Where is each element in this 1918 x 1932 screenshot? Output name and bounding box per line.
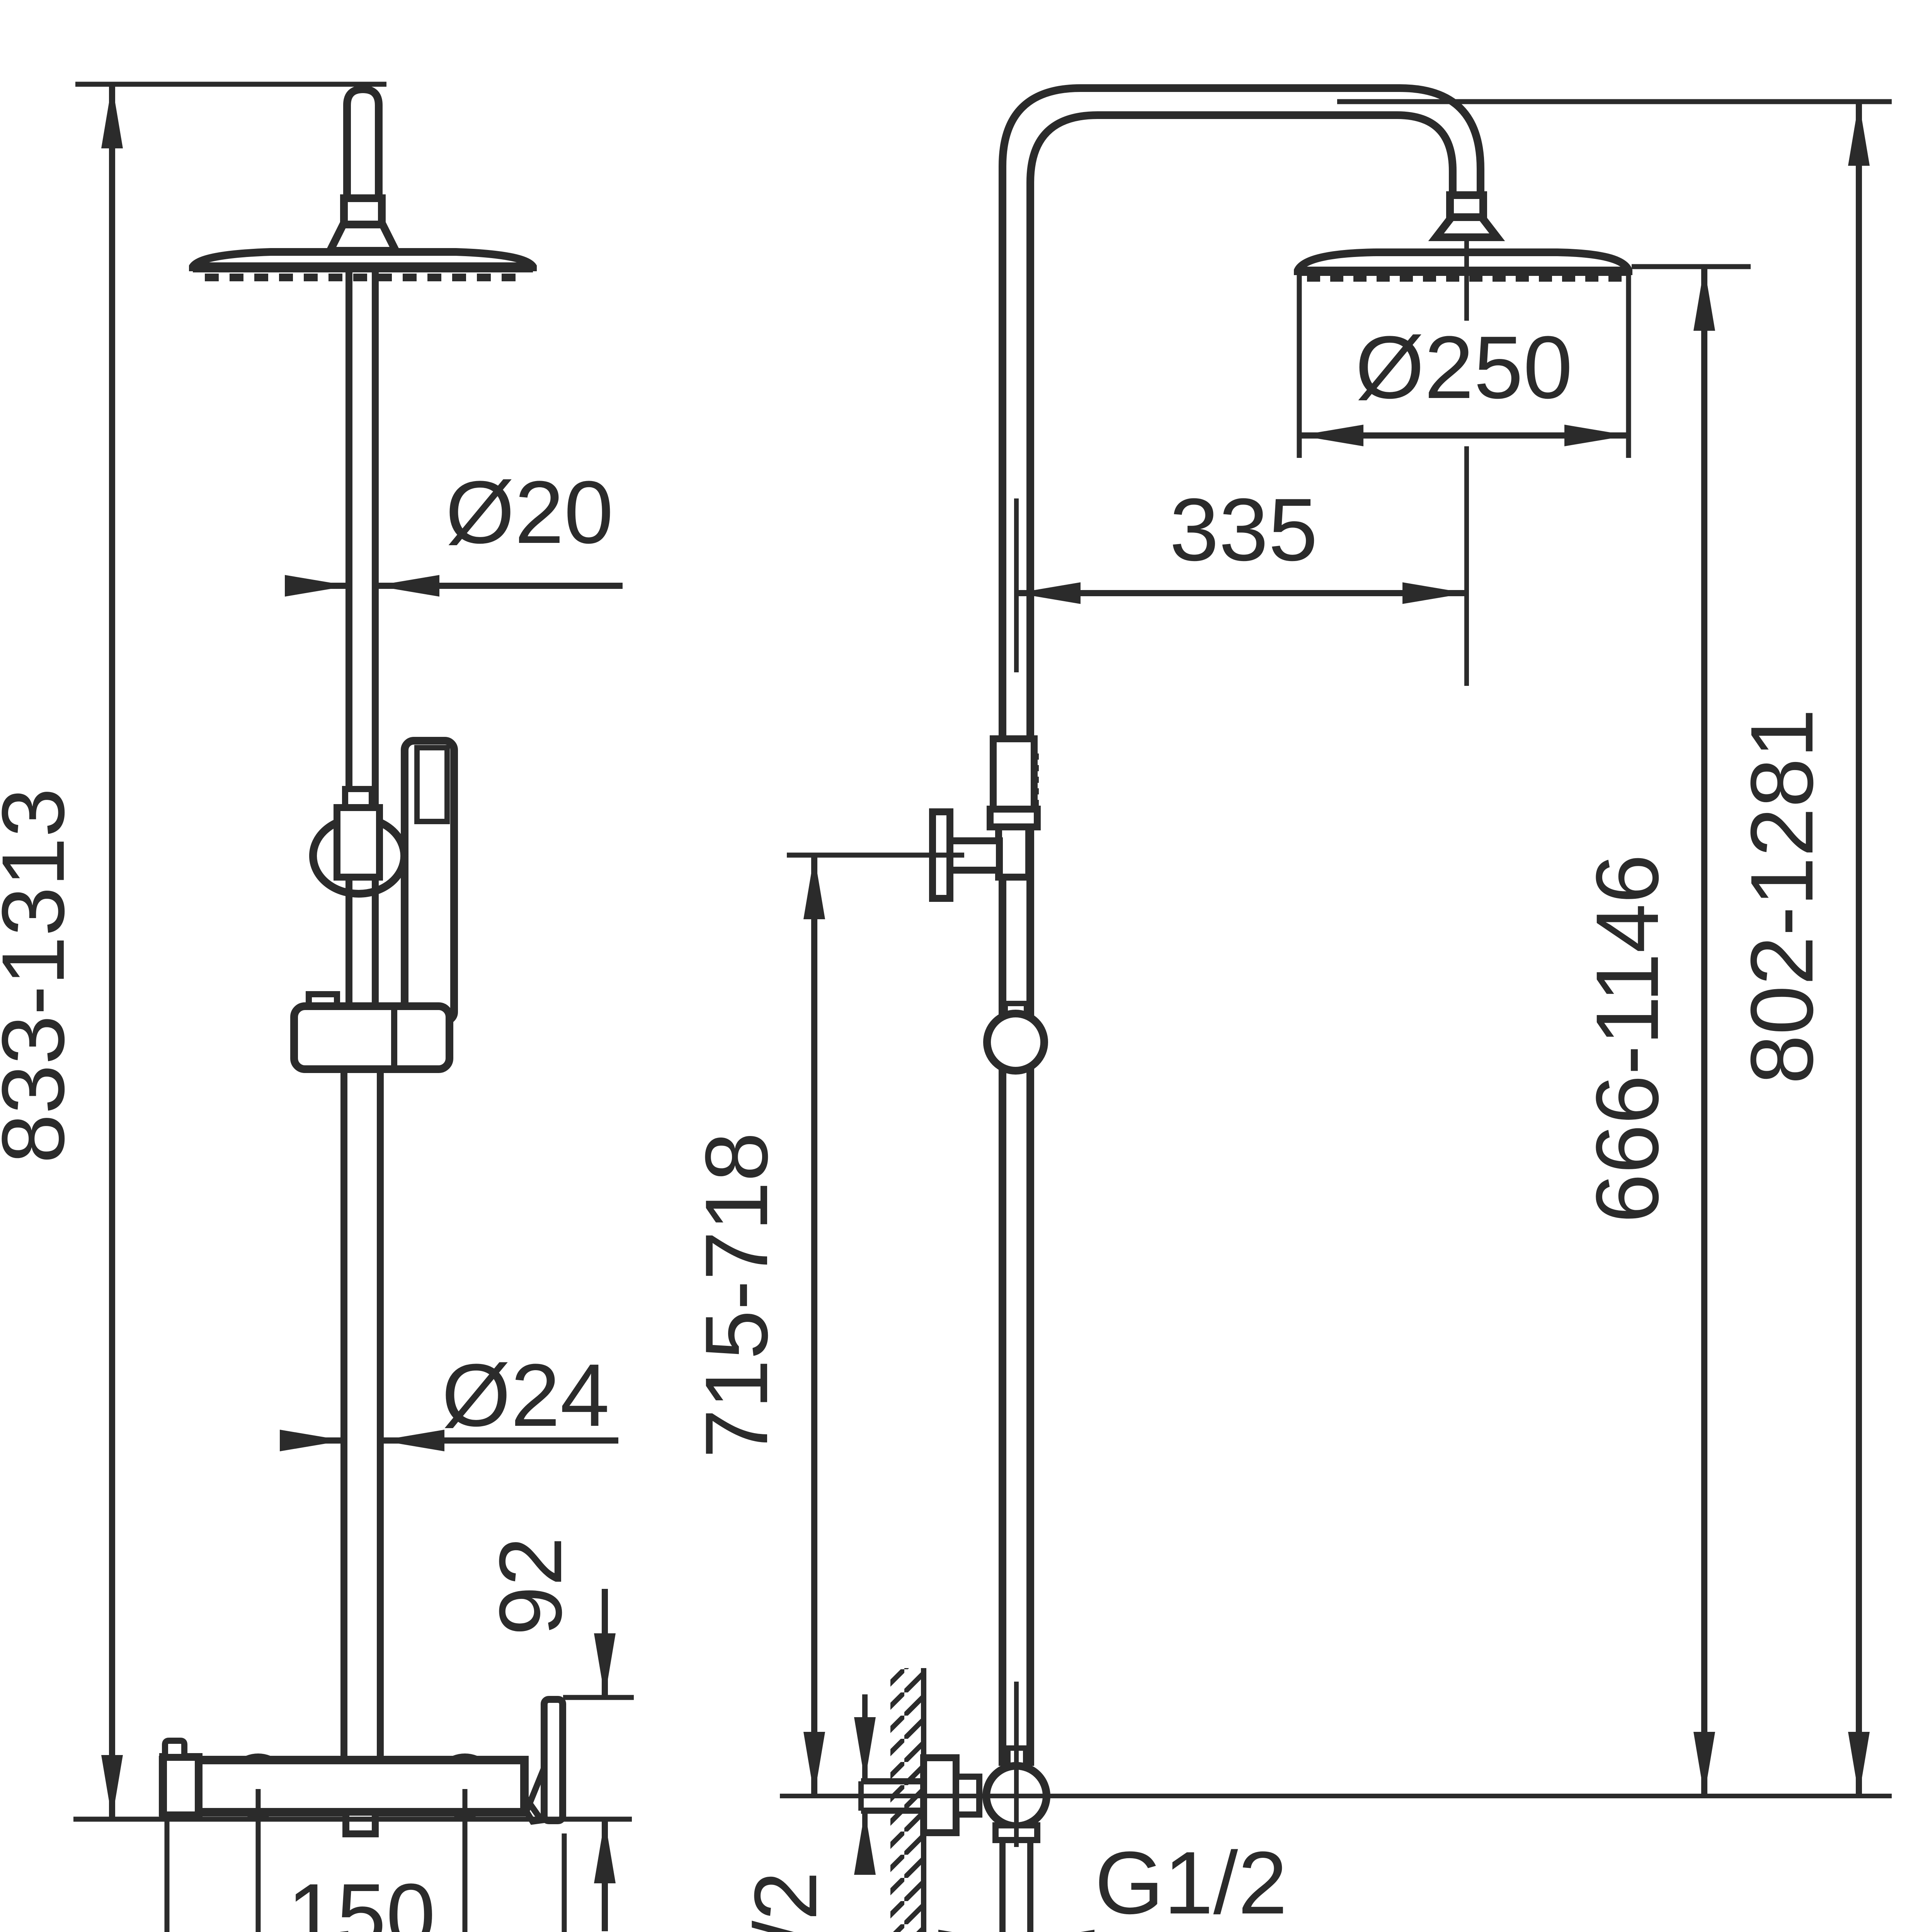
front-riser-pipe-upper (345, 270, 379, 1020)
svg-text:Ø250: Ø250 (1355, 318, 1573, 417)
front-view: 833-1313 Ø20 Ø24 92 150 (0, 82, 634, 1932)
side-head-cone (1428, 213, 1505, 241)
wall-hatching (890, 1668, 924, 1932)
front-mixer-end-cap (159, 1753, 203, 1819)
dim-side-head-height: 666-1146 (1578, 264, 1751, 1796)
svg-text:92: 92 (481, 1537, 580, 1636)
dim-front-inlet-spacing: 150 (255, 1789, 468, 1932)
svg-text:150: 150 (287, 1865, 436, 1932)
front-top-pipe (343, 85, 383, 198)
svg-text:335: 335 (1169, 480, 1318, 579)
side-hand-shower-body (990, 735, 1038, 813)
side-rain-head (1294, 248, 1632, 275)
front-diverter-knob (162, 1738, 187, 1760)
svg-text:Ø24: Ø24 (442, 1345, 610, 1445)
front-hose-outlet (342, 1809, 379, 1837)
dim-side-head-reach: 335 (1016, 480, 1467, 604)
front-riser-pipe-lower (340, 1055, 384, 1760)
side-hose-outlet-pipe (999, 1840, 1033, 1932)
front-hand-shower-sprayface (414, 745, 450, 824)
front-slider-bracket (290, 1002, 453, 1073)
dim-side-wall-thread: G1/2 (736, 1694, 876, 1932)
dim-front-overall-height: 833-1313 (0, 82, 632, 1822)
svg-text:Ø20: Ø20 (446, 463, 614, 562)
side-view: Ø250 335 715-718 666-1146 802-1281 (687, 84, 1892, 1932)
dim-side-holder-height: 715-718 (687, 852, 964, 1796)
side-riser-gooseneck-inner (1026, 111, 1457, 1766)
svg-text:G1/2: G1/2 (736, 1871, 835, 1932)
side-riser-gooseneck-outer (999, 84, 1484, 1766)
dim-side-outlet-thread: G1/2 (938, 1833, 1288, 1932)
front-mixer-body (159, 1756, 529, 1816)
svg-text:715-718: 715-718 (687, 1132, 786, 1458)
dim-front-pipe-upper: Ø20 (285, 463, 623, 597)
dim-front-handle-height: 92 (481, 1537, 634, 1931)
front-holder-clamp (334, 804, 383, 881)
svg-text:833-1313: 833-1313 (0, 788, 83, 1163)
svg-text:802-1281: 802-1281 (1732, 709, 1831, 1084)
dim-side-head-diameter: Ø250 (1297, 267, 1631, 458)
front-head-nut (340, 194, 386, 228)
dim-side-top-height: 802-1281 (1337, 99, 1892, 1796)
front-head-cone (323, 221, 402, 255)
front-handle-stem (541, 1696, 566, 1824)
dim-front-pipe-lower: Ø24 (280, 1345, 618, 1451)
side-hand-shower-handle (995, 823, 1032, 881)
dim-front-overall-width: 299 (164, 1816, 567, 1932)
svg-text:G1/2: G1/2 (1095, 1833, 1288, 1932)
svg-text:666-1146: 666-1146 (1578, 854, 1677, 1223)
front-handle-edge (522, 1794, 545, 1823)
side-slider-knob (983, 1010, 1048, 1075)
